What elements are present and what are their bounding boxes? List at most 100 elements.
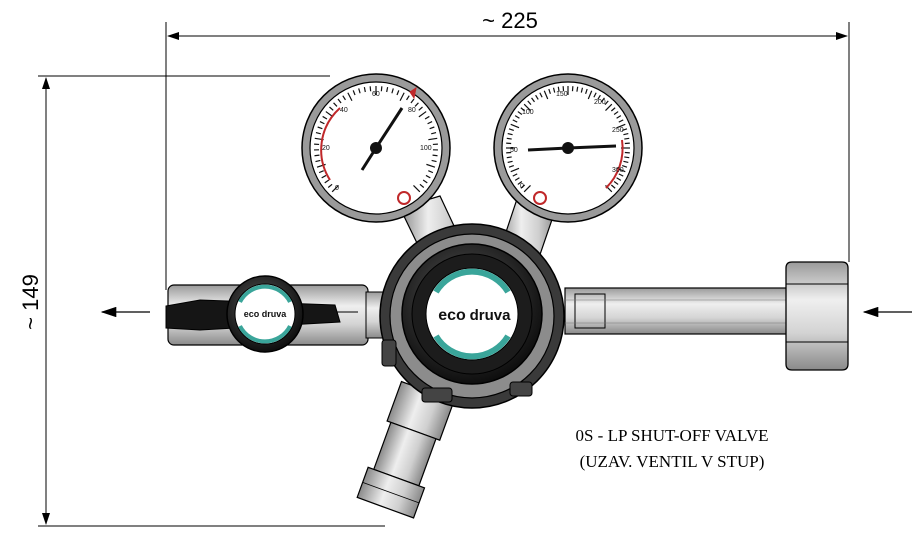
gauge-tick [406,95,410,101]
gauge-tick [605,103,613,111]
gauge-tick [426,163,436,168]
gauge-tick [520,107,526,112]
gauge-tick [342,95,346,101]
valve-note: 0S - LP SHUT-OFF VALVE (UZAV. VENTIL V S… [575,426,768,471]
gauge-tick [431,159,437,163]
left-scale-4: 80 [408,107,416,114]
gauge-tick [539,92,543,98]
gauge-tick [527,100,532,106]
gauge-tick [510,123,520,129]
gauge-tick [508,128,514,131]
gauge-tick [517,181,523,185]
gauge-tick [535,94,539,100]
note-line-1: 0S - LP SHUT-OFF VALVE [575,426,768,445]
gauge-tick [322,115,328,120]
gauge-tick [618,173,624,177]
gauge-tick [315,132,321,135]
gauge-tick [523,103,531,111]
gauge-tick [580,87,584,93]
logo-word: druva [470,307,512,324]
gauge-tick [618,119,624,123]
gauge-tick [576,86,579,92]
gauge-tick [616,123,626,129]
gauge-tick [622,128,628,131]
gauge-tick [623,160,629,164]
gauge-tick [622,165,628,168]
gauge-tick [428,137,438,141]
height-dimension: ~ 149 [18,75,385,527]
gauge-tick [432,154,438,157]
gauge-tick [352,90,356,96]
gauge-tick [324,179,330,184]
gauge-tick [410,98,415,104]
gauge-tick [391,88,394,94]
gauge-tick [321,174,327,179]
gauge-tick [331,185,339,193]
gauge-tick [329,106,334,111]
gauge-tick [319,121,325,125]
gauge-tick [428,170,434,174]
gauge-tick [419,183,425,188]
left-scale-0: 0 [335,185,339,192]
right-scale-1: 50 [510,147,518,154]
width-dimension: ~ 225 [165,8,850,290]
gauge-tick [427,121,433,125]
gauge-tick [593,92,597,98]
right-gauge-logo-dot [533,191,547,205]
gauge-tick [552,87,556,93]
gauge-tick [347,92,353,102]
logo-eco: eco [438,307,466,324]
gauge-tick [624,137,630,140]
gauge-tick [613,181,619,185]
right-scale-0: 0 [520,183,524,190]
gauge-tick [424,115,430,120]
gauge-tick [520,184,526,189]
gauge-tick [396,90,400,96]
gauge-tick [431,132,437,135]
gauge-tick [610,107,616,112]
gauge-tick [418,111,427,118]
gauge-tick [557,86,560,92]
gauge-tick [512,119,518,123]
left-scale-2: 40 [340,107,348,114]
gauge-tick [623,132,629,136]
inlet-pipe [564,287,788,335]
gauge-tick [363,86,366,93]
gauge-tick [604,100,609,106]
right-gauge-needle [567,144,617,150]
inlet-nut [785,261,849,371]
gauge-tick [624,156,630,159]
gauge-tick [506,156,512,159]
gauge-tick [613,111,619,115]
gauge-tick [414,102,419,107]
gauge-tick [514,115,520,119]
gauge-tick [333,102,338,107]
adjustment-knob[interactable]: eco druva [401,243,543,385]
left-pressure-gauge: 0 20 40 60 80 100 [301,73,451,223]
gauge-tick [512,173,518,177]
note-line-2: (UZAV. VENTIL V STUP) [580,452,765,471]
right-scale-2: 100 [522,109,534,116]
gauge-tick [314,154,320,157]
gauge-tick [429,126,435,130]
gauge-tick [413,185,421,193]
left-scale-5: 100 [420,145,432,152]
left-gauge-needle [374,107,404,149]
gauge-tick [507,160,513,164]
gauge-tick [315,159,321,163]
left-scale-3: 60 [372,91,380,98]
gauge-tick [523,185,531,193]
gauge-tick [386,86,389,93]
gauge-tick [531,97,535,103]
shutoff-lever[interactable]: eco druva [165,275,341,353]
left-scale-1: 20 [322,145,330,152]
small-logo: eco druva [244,309,288,319]
gauge-tick [517,111,523,115]
gauge-tick [616,177,622,181]
gauge-tick [514,177,520,181]
gauge-tick [548,88,551,94]
gauge-tick [543,90,549,100]
gauge-tick [337,98,342,104]
